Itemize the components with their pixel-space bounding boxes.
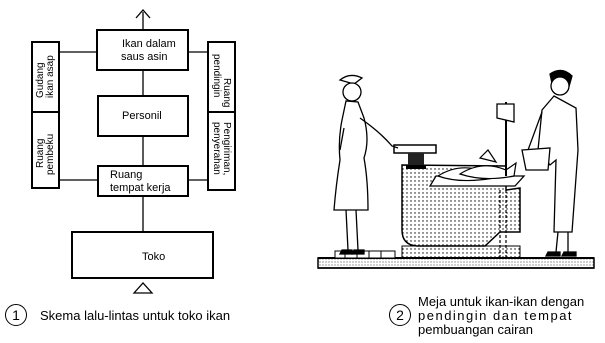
- work-box-line-2: tempat kerja: [110, 182, 171, 194]
- bottom-entry-triangle: [132, 282, 154, 294]
- caption-2-number: 2: [389, 304, 411, 326]
- traffic-schema: Ikan dalam saus asin Personil Ruang temp…: [31, 9, 236, 294]
- top-box-line-2: saus asin: [121, 51, 167, 63]
- caption-2-text: Meja untuk ikan-ikan dengan pendingin da…: [418, 295, 603, 337]
- counter-base: [401, 245, 521, 259]
- personnel-box: [97, 95, 189, 137]
- fish: [458, 161, 517, 180]
- work-box: [97, 165, 189, 197]
- left-column-box: [31, 41, 60, 189]
- right-bottom-line-1: Pengiriman,: [221, 122, 232, 175]
- right-column-box: [207, 41, 236, 191]
- personnel-label: Personil: [122, 110, 162, 122]
- top-box: [96, 29, 189, 71]
- caption-2-line-1: Meja untuk ikan-ikan dengan: [418, 294, 585, 309]
- right-top-line-1: Ruang: [221, 78, 232, 107]
- left-top-line-1: Gudang: [35, 62, 46, 98]
- left-bottom-line-2: pembeku: [45, 134, 56, 175]
- caption-2-line-3: pembuangan cairan: [418, 322, 533, 337]
- top-box-line-1: Ikan dalam: [122, 38, 176, 50]
- scale-stand: [408, 153, 424, 165]
- shop-label: Toko: [142, 251, 165, 263]
- caption-1-text: Skema lalu-lintas untuk toko ikan: [40, 308, 231, 323]
- floor: [317, 257, 595, 269]
- shop-box: [71, 231, 214, 279]
- right-bottom-line-2: penyerahan: [211, 122, 222, 175]
- right-top-line-2: pendingin: [211, 54, 222, 97]
- vendor-figure: [333, 74, 399, 255]
- fish: [478, 149, 498, 163]
- scale-top: [393, 144, 437, 154]
- work-box-line-1: Ruang: [110, 169, 142, 181]
- caption-2-line-2: pendingin dan tempat: [418, 308, 574, 323]
- scale-foot: [406, 165, 426, 169]
- fish-counter-illustration: [317, 69, 595, 269]
- left-top-line-2: ikan asap: [45, 55, 56, 98]
- duckboard: [334, 250, 396, 259]
- caption-1-number: 1: [5, 304, 27, 326]
- customer-figure: [521, 69, 579, 257]
- price-sign: [496, 103, 515, 123]
- left-bottom-line-1: Ruang: [35, 139, 46, 168]
- top-arrow: [135, 9, 151, 19]
